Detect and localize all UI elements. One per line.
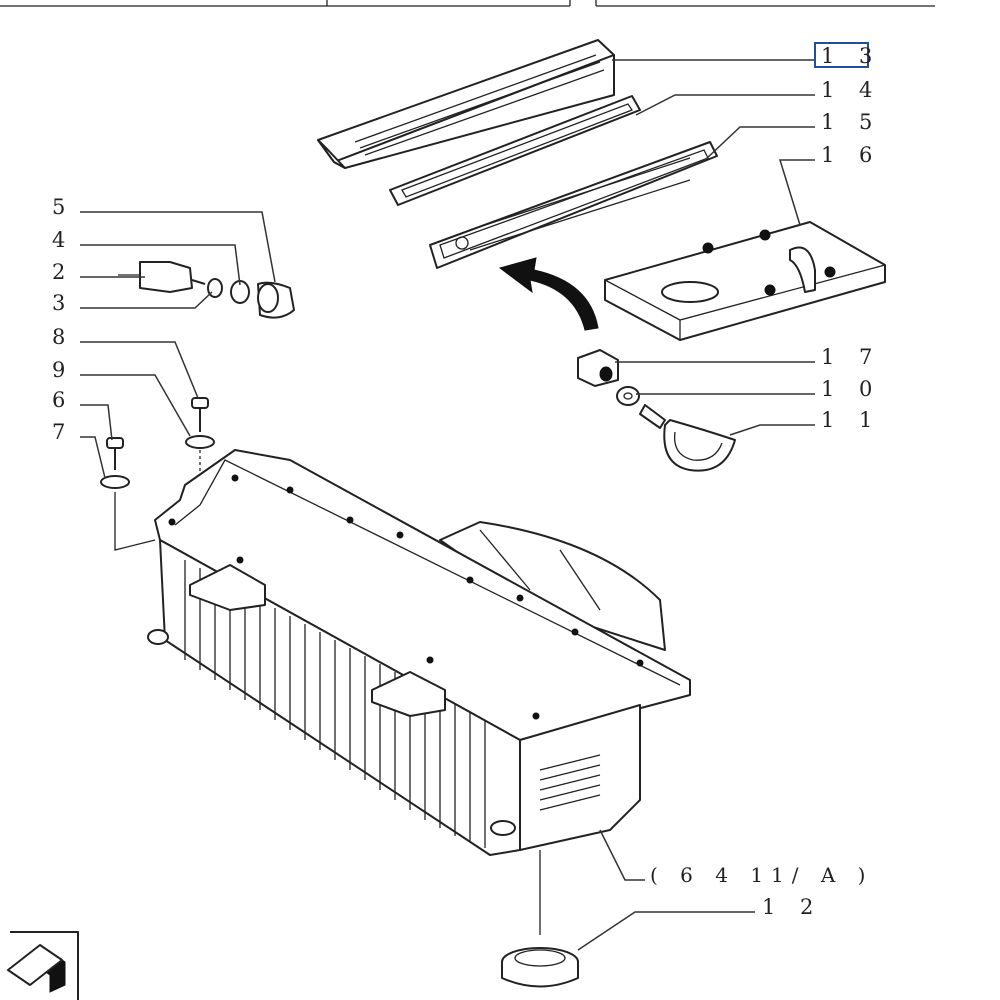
callout-12[interactable]: 1 2 xyxy=(762,895,822,919)
callout-9[interactable]: 9 xyxy=(52,358,74,382)
air-filter-housing[interactable] xyxy=(147,449,691,935)
header-frame xyxy=(0,0,935,7)
page-turn-icon[interactable] xyxy=(6,931,79,1000)
callout-11[interactable]: 1 1 xyxy=(821,408,881,432)
drain-cap-12[interactable] xyxy=(501,947,579,988)
callout-5[interactable]: 5 xyxy=(52,195,74,219)
callout-4[interactable]: 4 xyxy=(52,228,74,252)
svg-text:1 3: 1 3 xyxy=(821,44,881,68)
selected-callout-box xyxy=(814,42,869,68)
reference-label[interactable]: ( 6 4 11/ A ) xyxy=(650,863,873,887)
assembly-arrow xyxy=(498,257,599,331)
callout-15[interactable]: 1 5 xyxy=(821,110,881,134)
callout-17[interactable]: 1 7 xyxy=(821,345,881,369)
sensor-assembly[interactable] xyxy=(118,261,295,319)
washer-10[interactable] xyxy=(616,386,640,406)
filter-element-13[interactable] xyxy=(317,39,615,169)
callout-13[interactable]: 1 3 xyxy=(814,42,881,68)
grille-15[interactable] xyxy=(429,141,718,269)
dipstick-11[interactable] xyxy=(639,404,736,472)
bolt-6-washer-7[interactable] xyxy=(100,437,156,551)
cover-plate-16[interactable] xyxy=(604,221,886,341)
grommet-17[interactable] xyxy=(577,349,619,387)
callout-7[interactable]: 7 xyxy=(52,420,74,444)
callout-6[interactable]: 6 xyxy=(52,388,74,412)
callout-16[interactable]: 1 6 xyxy=(821,143,881,167)
leader-lines xyxy=(80,59,815,951)
callout-2[interactable]: 2 xyxy=(52,260,74,284)
gasket-14[interactable] xyxy=(389,95,641,206)
bolt-8-washer-9[interactable] xyxy=(185,397,215,482)
callout-14[interactable]: 1 4 xyxy=(821,78,881,102)
callout-8[interactable]: 8 xyxy=(52,325,74,349)
callout-3[interactable]: 3 xyxy=(52,291,74,315)
callout-10[interactable]: 1 0 xyxy=(821,377,881,401)
